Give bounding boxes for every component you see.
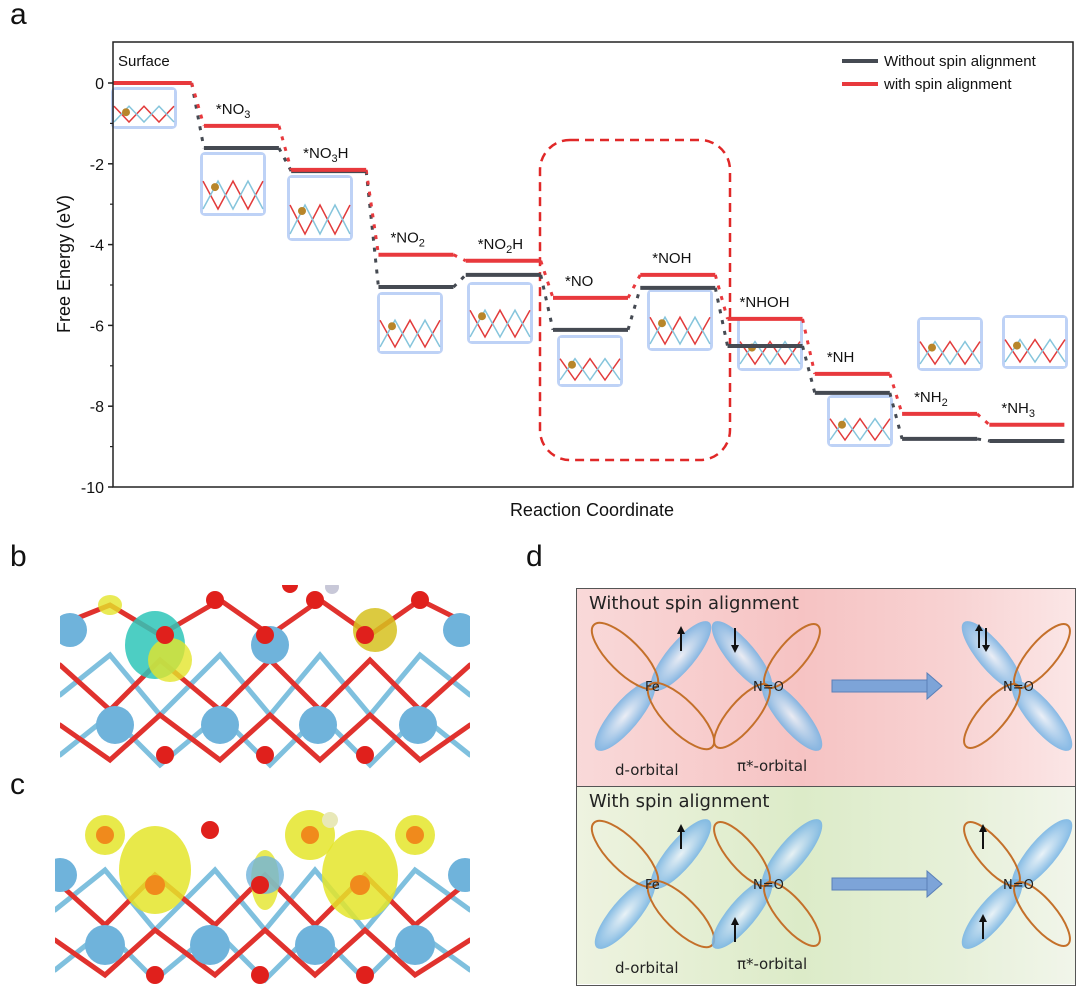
structure-thumbnail-6 [647, 289, 713, 351]
level-label-9: *NH2 [914, 389, 948, 409]
connector-without-0 [190, 82, 206, 149]
no-pi-orbital: N=O [711, 819, 823, 949]
structure-thumbnail-0 [111, 87, 177, 129]
without-spin-title: Without spin alignment [589, 593, 799, 614]
connector-without-1 [277, 147, 293, 172]
structure-thumbnails [111, 87, 1068, 447]
connector-without-4 [539, 274, 555, 331]
fe-label: Fe [645, 680, 660, 695]
product-no-label: N=O [1003, 878, 1034, 893]
level-label-8: *NH [827, 349, 855, 366]
plot-frame [112, 41, 1074, 488]
no-label: N=O [753, 680, 784, 695]
level-label-10: *NH3 [1001, 400, 1035, 420]
connector-with-6 [713, 274, 729, 320]
y-tick-label: -2 [90, 157, 104, 174]
structure-thumbnail-8 [827, 395, 893, 447]
structure-thumbnail-4 [467, 282, 533, 344]
level-labels: Surface *NO3 *NO3H *NO2 *NO2H *NO *NOH *NHOH *NH… [118, 53, 1035, 420]
without-spin-alignment-section: Without spin alignment Fe N [577, 589, 1075, 787]
structure-thumbnail-10 [1002, 315, 1068, 369]
connector-without-7 [801, 345, 817, 394]
connector-with-3 [452, 253, 467, 263]
product-orbital: N=O [961, 819, 1073, 949]
legend: Without spin alignment with spin alignme… [842, 53, 1037, 93]
d-orbital-label: d-orbital [615, 959, 679, 977]
y-tick-label: -8 [90, 399, 104, 416]
level-label-4: *NO2H [478, 236, 523, 256]
axes [112, 41, 1074, 488]
reaction-arrow [831, 869, 943, 899]
free-energy-chart: Surface *NO3 *NO3H *NO2 *NO2H *NO *NOH *NHOH *NH… [54, 41, 1074, 520]
level-label-0: Surface [118, 53, 170, 70]
connector-with-1 [277, 125, 293, 171]
energy-levels [113, 81, 1065, 443]
connector-without-2 [364, 170, 380, 288]
atoms [60, 585, 470, 764]
structure-thumbnail-9 [917, 317, 983, 371]
with-spin-alignment-section: With spin alignment Fe N=O [577, 787, 1075, 984]
panel-c-structure [55, 810, 470, 984]
connector-without-3 [452, 273, 467, 289]
structure-thumbnail-2 [287, 175, 353, 241]
fe-d-orbital: Fe [590, 621, 716, 751]
structure-thumbnail-3 [377, 292, 443, 354]
level-label-3: *NO2 [390, 230, 424, 250]
spin-density-isosurfaces [98, 595, 397, 682]
y-tick-label: 0 [95, 76, 104, 93]
x-axis-label: Reaction Coordinate [510, 500, 674, 520]
panel-b-structure [60, 585, 470, 769]
pi-orbital-label: π*-orbital [737, 955, 808, 973]
connector-with-8 [888, 373, 904, 415]
y-tick-label: -10 [81, 480, 104, 497]
panel-letter-b: b [10, 540, 27, 573]
no-label: N=O [753, 878, 784, 893]
connector-with-0 [190, 82, 206, 127]
y-ticks: 0 -2 -4 -6 -8 -10 [81, 76, 113, 497]
structure-thumbnail-7 [737, 317, 803, 371]
level-label-5: *NO [565, 273, 593, 290]
connector-lines [190, 82, 991, 443]
connector-without-8 [888, 392, 904, 440]
connector-with-7 [801, 318, 817, 375]
product-no-label: N=O [1003, 680, 1034, 695]
structure-thumbnail-1 [200, 152, 266, 216]
level-label-2: *NO3H [303, 145, 348, 165]
reaction-arrow [831, 671, 943, 701]
legend-label-without: Without spin alignment [884, 53, 1037, 70]
connector-with-9 [976, 412, 991, 426]
connector-with-4 [539, 260, 555, 299]
highlight-box [538, 138, 732, 462]
fe-d-orbital: Fe [590, 819, 716, 949]
y-tick-label: -4 [90, 238, 104, 255]
panel-letter-a: a [10, 0, 27, 31]
connector-with-2 [364, 169, 380, 255]
connector-with-5 [626, 274, 642, 299]
y-tick-label: -6 [90, 318, 104, 335]
level-label-7: *NHOH [740, 294, 790, 311]
y-axis-label: Free Energy (eV) [54, 195, 74, 333]
fe-label: Fe [645, 878, 660, 893]
d-orbital-label: d-orbital [615, 761, 679, 779]
level-label-1: *NO3 [216, 101, 250, 121]
legend-label-with: with spin alignment [883, 76, 1012, 93]
atoms [55, 812, 470, 984]
connector-without-5 [626, 287, 642, 331]
panel-letter-d: d [526, 540, 543, 573]
level-label-6: *NOH [652, 250, 691, 267]
structure-thumbnail-5 [557, 335, 623, 387]
with-spin-title: With spin alignment [589, 791, 770, 812]
panel-letter-c: c [10, 768, 25, 801]
no-pi-orbital: N=O [711, 621, 823, 751]
pi-orbital-label: π*-orbital [737, 757, 808, 775]
product-orbital: N=O [961, 621, 1073, 751]
connector-without-9 [976, 437, 990, 443]
panel-d-orbital-diagram: Without spin alignment Fe N [576, 588, 1076, 986]
